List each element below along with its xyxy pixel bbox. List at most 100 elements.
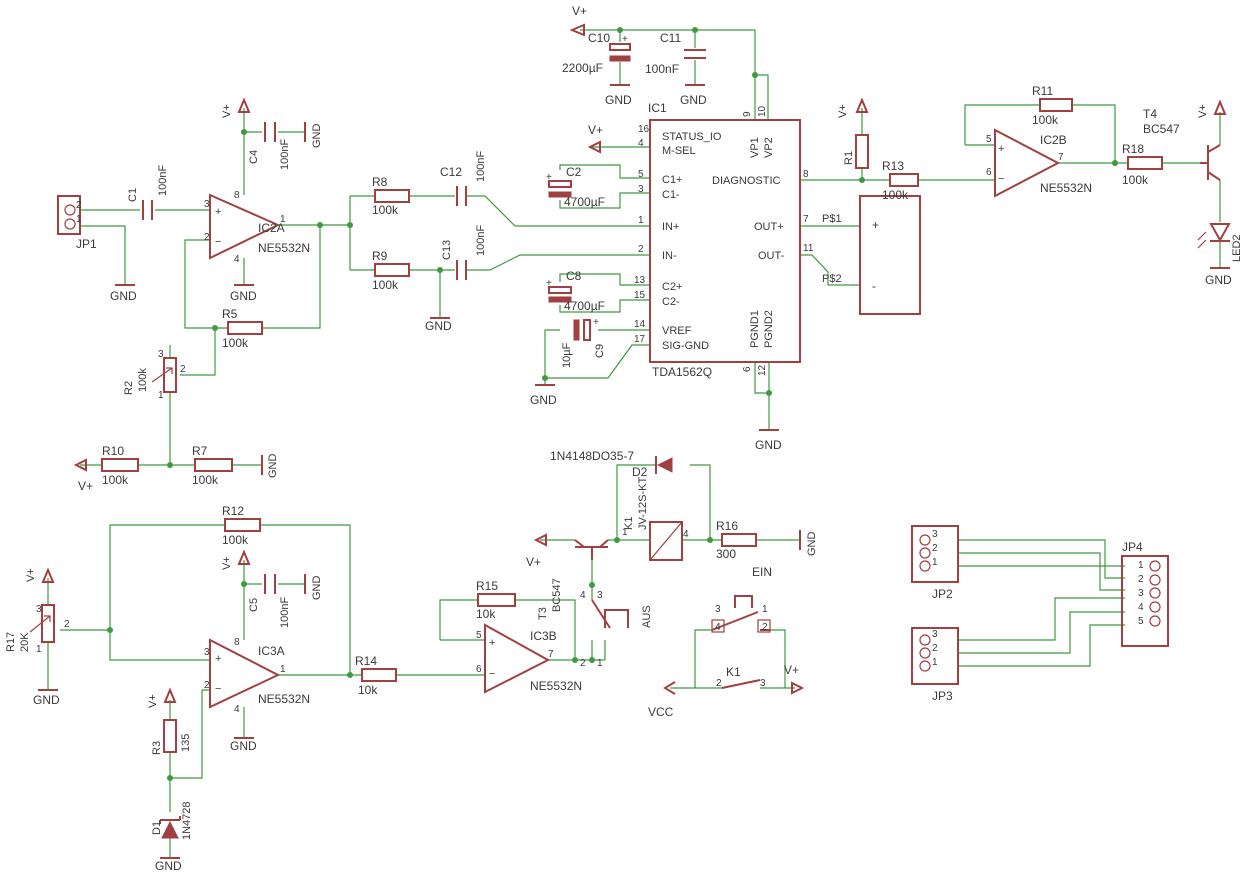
pin-outp: OUT+	[754, 221, 784, 233]
r9-ref: R9	[372, 249, 388, 263]
pin-number: 5	[638, 169, 644, 180]
gnd-label: GND	[1205, 273, 1232, 287]
pin-number: 8	[803, 169, 809, 180]
pin-c1m: C1-	[662, 189, 680, 201]
gnd-label: GND	[806, 532, 818, 557]
resistor-r7	[194, 458, 233, 472]
svg-text:2: 2	[204, 680, 210, 691]
k1-contact-ref: K1	[726, 665, 741, 679]
t4-ref: T4	[1143, 107, 1157, 121]
svg-text:1: 1	[280, 664, 286, 675]
r3-ref: R3	[151, 741, 163, 755]
gnd-label: GND	[230, 739, 257, 753]
pin-number: 16	[638, 124, 650, 135]
power-symbols: V+ V+ V+ V+ V+ V+ V+ V+ V+ V+ V+ VCC GND…	[25, 4, 1232, 873]
ein-label: EIN	[752, 565, 772, 579]
svg-text:4: 4	[234, 254, 240, 265]
r10-value: 100k	[102, 473, 129, 487]
resistor-r10	[101, 458, 139, 472]
vplus-label: V+	[25, 568, 37, 582]
resistor-r16	[721, 533, 757, 547]
r12-ref: R12	[222, 504, 244, 518]
capacitor-c8	[548, 286, 572, 294]
gnd-label: GND	[311, 124, 323, 149]
gnd-label: GND	[230, 289, 257, 303]
svg-text:+: +	[489, 637, 495, 649]
ic2b-value: NE5532N	[1040, 181, 1092, 195]
vplus-label: V+	[221, 556, 233, 570]
pin-number: 11	[803, 243, 814, 254]
pin-number: 7	[803, 214, 809, 225]
pin-inp: IN+	[662, 221, 679, 233]
svg-text:3: 3	[932, 529, 938, 540]
connector-jp2: 321 JP2	[911, 525, 959, 601]
r15-value: 10k	[476, 607, 496, 621]
pin-pgnd2: PGND2	[763, 310, 775, 348]
c8-ref: C8	[566, 269, 582, 283]
capacitor-c2	[548, 180, 572, 188]
pin-c2p: C2+	[662, 281, 683, 293]
ic1-value: TDA1562Q	[652, 365, 712, 379]
svg-text:2: 2	[64, 619, 70, 630]
svg-text:3: 3	[204, 199, 210, 210]
svg-text:4: 4	[715, 622, 721, 633]
svg-text:3: 3	[597, 590, 603, 601]
pin-number: 13	[634, 275, 646, 286]
r18-ref: R18	[1122, 142, 1144, 156]
svg-text:3: 3	[36, 604, 42, 615]
k1-ref: K1	[623, 517, 635, 530]
jp2-ref: JP2	[932, 587, 953, 601]
opamp-ic3b: +− 56 7 IC3B NE5532N	[476, 623, 582, 694]
svg-text:4: 4	[683, 529, 689, 540]
svg-text:2: 2	[762, 622, 768, 633]
pin-number: 17	[634, 334, 646, 345]
connector-jp1: 21 JP1	[57, 195, 97, 251]
junctions	[107, 27, 1118, 781]
vcc-label: VCC	[648, 705, 674, 719]
svg-text:+: +	[215, 206, 221, 218]
svg-text:4: 4	[1138, 602, 1144, 613]
r5-ref: R5	[222, 307, 238, 321]
svg-text:+: +	[215, 653, 221, 665]
d2-ref: D2	[632, 465, 648, 479]
pin-status-io: STATUS_IO	[662, 131, 722, 143]
c2-value: 4700µF	[564, 195, 605, 209]
pin-number: 4	[638, 138, 644, 149]
gnd-label: GND	[155, 859, 182, 873]
r14-ref: R14	[355, 654, 377, 668]
svg-text:2: 2	[1138, 574, 1144, 585]
pin-inm: IN-	[662, 250, 677, 262]
c9-value: 10µF	[561, 342, 573, 368]
potentiometer-r2	[163, 357, 177, 393]
pin-number: 14	[634, 319, 646, 330]
c1-ref: C1	[127, 188, 139, 202]
resistor-r3	[163, 719, 177, 753]
r2-value: 100k	[137, 368, 149, 392]
diode-d2	[656, 457, 673, 473]
pin-pgnd1: PGND1	[749, 310, 761, 348]
pin-vp1: VP1	[749, 137, 761, 158]
svg-text:3: 3	[760, 678, 766, 689]
ic2b-ref: IC2B	[1040, 133, 1067, 147]
svg-text:3: 3	[932, 629, 938, 640]
svg-text:2: 2	[76, 200, 82, 211]
svg-text:4: 4	[580, 590, 586, 601]
svg-text:+: +	[593, 317, 599, 328]
pin-number: 1	[638, 215, 644, 226]
r17-value: 20K	[19, 632, 31, 652]
jp3-ref: JP3	[932, 689, 953, 703]
svg-text:3: 3	[1138, 588, 1144, 599]
svg-text:6: 6	[986, 167, 992, 178]
pin-number: 15	[634, 290, 646, 301]
svg-text:6: 6	[476, 664, 482, 675]
resistor-r12	[224, 518, 261, 532]
gnd-label: GND	[530, 393, 557, 407]
connector-jp3: 321 JP3	[911, 627, 959, 703]
r7-value: 100k	[192, 473, 219, 487]
t3-value: BC547	[551, 578, 563, 612]
c10-value: 2200µF	[562, 61, 603, 75]
jp4-ref: JP4	[1122, 540, 1143, 554]
svg-text:1: 1	[280, 214, 286, 225]
vplus-label: V+	[78, 479, 93, 493]
relay-k1: 1 4 K1 JV-12S-KT	[622, 477, 689, 561]
